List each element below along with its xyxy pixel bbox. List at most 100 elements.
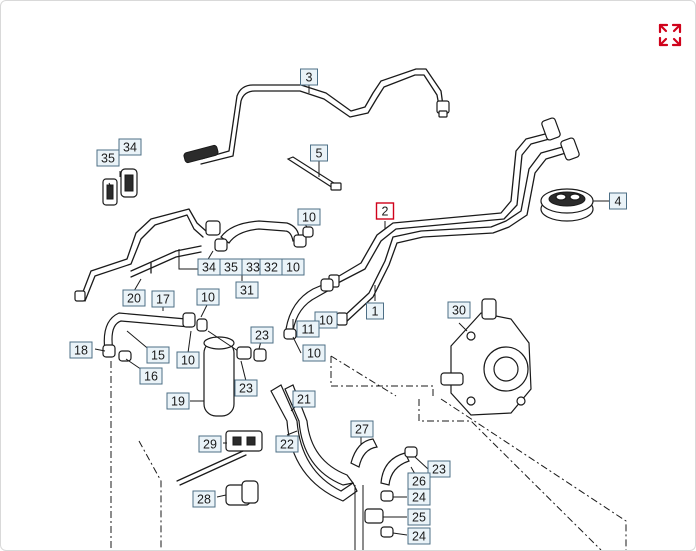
callout-25[interactable]: 25	[407, 508, 431, 526]
callout-box	[310, 144, 328, 162]
callout-21[interactable]: 21	[292, 390, 316, 408]
callout-35[interactable]: 35	[96, 149, 120, 167]
callout-label: 11	[302, 323, 315, 337]
callout-box	[609, 192, 627, 210]
callout-30[interactable]: 30	[447, 301, 471, 319]
callout-19[interactable]: 19	[166, 392, 190, 410]
callout-10[interactable]: 10	[297, 208, 321, 226]
callout-label: 10	[201, 291, 215, 305]
callout-box	[366, 302, 384, 320]
callout-28[interactable]: 28	[192, 490, 216, 508]
callout-label: 23	[239, 382, 253, 396]
callout-box	[151, 290, 175, 308]
pipe-3	[183, 68, 450, 165]
callout-label: 29	[203, 438, 217, 452]
callout-box	[300, 68, 318, 86]
callout-23[interactable]: 23	[234, 379, 258, 397]
callout-label: 24	[412, 491, 426, 505]
callout-box	[447, 301, 471, 319]
callout-16[interactable]: 16	[139, 367, 163, 385]
callout-box	[296, 320, 320, 338]
callout-label: 30	[452, 304, 466, 318]
callout-32[interactable]: 32	[259, 258, 283, 276]
vacuum-pump-30	[440, 298, 532, 416]
callout-label: 25	[412, 511, 426, 525]
callout-box	[314, 311, 338, 329]
callout-box	[302, 344, 326, 362]
callout-label: 27	[355, 423, 369, 437]
callout-label: 10	[307, 347, 321, 361]
callout-label: 10	[319, 314, 333, 328]
callout-label: 16	[144, 370, 158, 384]
callout-17[interactable]: 17	[151, 290, 175, 308]
callout-label: 1	[372, 305, 379, 319]
callout-34[interactable]: 34	[197, 258, 221, 276]
callout-23[interactable]: 23	[250, 326, 274, 344]
callout-23[interactable]: 23	[427, 460, 451, 478]
callout-box	[407, 488, 431, 506]
callout-24[interactable]: 24	[407, 488, 431, 506]
pipe-1-2	[328, 117, 580, 326]
callout-box	[427, 460, 451, 478]
callout-27[interactable]: 27	[350, 420, 374, 438]
callout-box	[69, 341, 93, 359]
callout-label: 24	[412, 530, 426, 544]
callout-1[interactable]: 1	[366, 302, 384, 320]
callout-34[interactable]: 34	[118, 138, 142, 156]
hose-11	[283, 278, 334, 340]
callout-10[interactable]: 10	[196, 288, 220, 306]
callout-box	[281, 258, 305, 276]
callout-box	[146, 346, 170, 364]
callout-label: 35	[101, 152, 115, 166]
callout-label: 4	[615, 195, 622, 209]
canister-19	[203, 330, 267, 417]
callout-15[interactable]: 15	[146, 346, 170, 364]
callout-label: 31	[240, 284, 254, 298]
callout-2[interactable]: 2	[375, 202, 395, 220]
bracket-28	[225, 480, 259, 506]
callout-26[interactable]: 26	[407, 472, 431, 490]
callout-label: 32	[264, 261, 278, 275]
callout-5[interactable]: 5	[310, 144, 328, 162]
hose-15-17	[102, 312, 208, 362]
callout-label: 5	[316, 147, 323, 161]
callout-3[interactable]: 3	[300, 68, 318, 86]
callout-29[interactable]: 29	[198, 435, 222, 453]
callout-10[interactable]: 10	[281, 258, 305, 276]
callout-box	[192, 490, 216, 508]
callout-11[interactable]: 11	[296, 320, 320, 338]
callout-label: 35	[224, 261, 238, 275]
callout-label: 17	[156, 293, 170, 307]
clip-5	[286, 156, 342, 191]
callout-label: 23	[432, 463, 446, 477]
callout-22[interactable]: 22	[275, 435, 299, 453]
callout-18[interactable]: 18	[69, 341, 93, 359]
callout-label: 10	[181, 354, 195, 368]
callout-24[interactable]: 24	[407, 527, 431, 545]
callout-box	[118, 138, 142, 156]
callout-box	[297, 208, 321, 226]
callout-label: 10	[286, 261, 300, 275]
callout-box	[176, 351, 200, 369]
leader-lines	[94, 85, 609, 536]
callout-label: 26	[412, 475, 426, 489]
bracket-29	[176, 430, 263, 486]
callout-10[interactable]: 10	[314, 311, 338, 329]
callout-box	[122, 289, 146, 307]
callout-10[interactable]: 10	[302, 344, 326, 362]
callout-35[interactable]: 35	[219, 258, 243, 276]
expand-icon[interactable]	[656, 21, 684, 49]
callout-label: 22	[280, 438, 294, 452]
callout-box	[139, 367, 163, 385]
callout-box	[350, 420, 374, 438]
callout-31[interactable]: 31	[235, 281, 259, 299]
callout-10[interactable]: 10	[176, 351, 200, 369]
callout-box	[375, 202, 395, 220]
callout-label: 28	[197, 493, 211, 507]
callout-4[interactable]: 4	[609, 192, 627, 210]
mount-34-35	[102, 168, 138, 206]
callout-20[interactable]: 20	[122, 289, 146, 307]
callout-label: 2	[382, 205, 389, 219]
callout-box	[166, 392, 190, 410]
